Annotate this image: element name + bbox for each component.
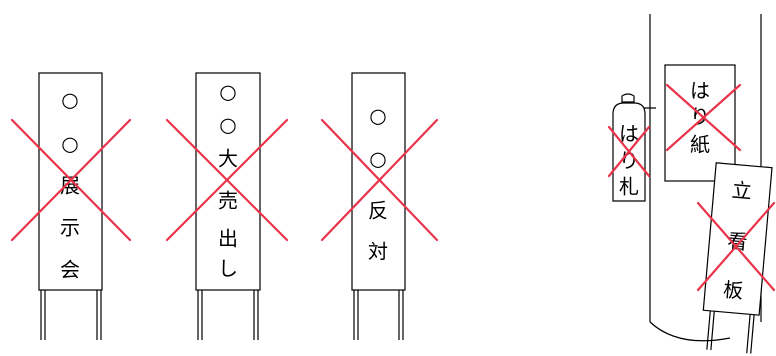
poster <box>664 64 736 182</box>
tag-clip <box>621 93 635 103</box>
sign-char: し <box>218 257 238 281</box>
sign-char: 大 <box>218 147 238 171</box>
standing-sign-char: 立 <box>731 178 753 204</box>
prohibited-cross-mark <box>165 118 289 242</box>
sign-char: ○ <box>61 132 78 156</box>
sign-char: 示 <box>60 216 80 240</box>
sign-char: 対 <box>368 240 388 264</box>
prohibited-cross-mark <box>607 125 651 178</box>
sign-char: 出 <box>218 227 238 251</box>
poster-on-pole: は り 紙 <box>664 64 742 182</box>
sign-char: ○ <box>369 104 386 128</box>
tag-char: 札 <box>619 175 639 199</box>
sign-char: 売 <box>218 189 238 213</box>
sign-sale: ○ ○ 大 売 出 し <box>165 72 289 340</box>
standing-sign-legs <box>706 310 755 354</box>
prohibited-cross-mark <box>696 201 776 292</box>
sign-char: ○ <box>61 88 78 112</box>
prohibited-cross-mark <box>320 118 439 242</box>
tag-char: は <box>619 122 639 146</box>
sign-legs <box>40 290 102 340</box>
sign-opposition: ○ ○ 反 対 <box>320 72 439 340</box>
standing-sign-char: 看 <box>726 229 748 255</box>
standing-sign-board <box>702 162 773 316</box>
sign-legs <box>197 290 259 340</box>
sign-char: ○ <box>219 80 236 104</box>
standing-sign-char: 板 <box>722 277 744 303</box>
sign-char: 展 <box>60 174 80 198</box>
sign-char: ○ <box>369 147 386 171</box>
prohibited-cross-mark <box>10 118 132 242</box>
sign-exhibition: ○ ○ 展 示 会 <box>10 72 132 340</box>
sign-char: 会 <box>60 258 80 282</box>
poster-char: 紙 <box>690 133 710 157</box>
tag-char: り <box>619 149 639 173</box>
sign-char: 反 <box>368 199 388 223</box>
standing-sign: 立 看 板 <box>702 162 773 354</box>
prohibited-cross-mark <box>665 83 742 152</box>
sign-legs <box>353 290 404 340</box>
sign-char: ○ <box>219 113 236 137</box>
tag-on-pole: は り 札 <box>607 93 656 202</box>
poster-char: は <box>690 79 710 103</box>
